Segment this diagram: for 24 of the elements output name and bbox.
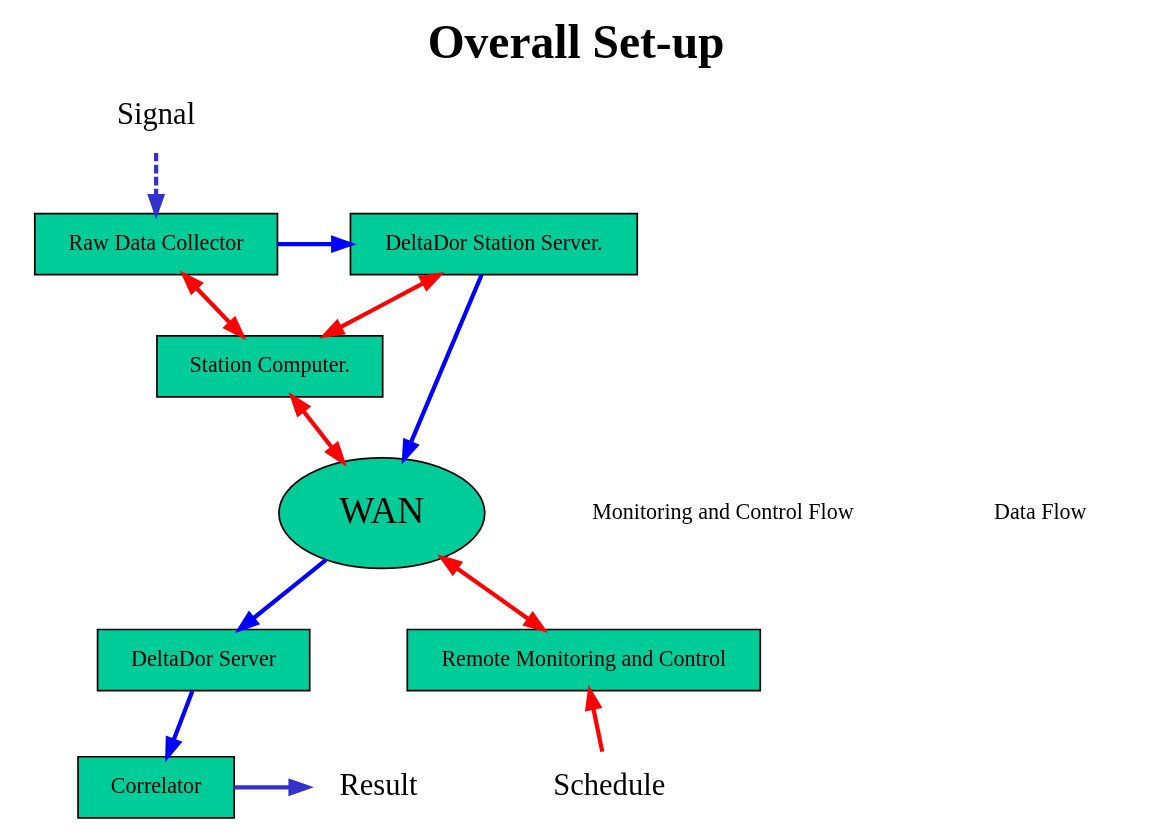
arrow [147,153,166,220]
node-text: Signal [117,97,196,132]
arrow [401,273,484,465]
arrow [179,270,247,341]
arrow [277,235,357,254]
node-box: DeltaDor Server [96,628,311,692]
legend-label: Data Flow [994,498,1087,524]
arrow [165,690,195,763]
arrow [234,778,314,797]
node-box: DeltaDor Station Server. [349,212,639,276]
node-text: Result [339,767,418,802]
node-text: Schedule [553,767,666,802]
arrow [234,558,328,634]
node-box: Correlator [77,755,236,819]
node-box: Station Computer. [156,334,384,398]
arrow [437,554,549,634]
arrow [319,271,445,339]
node-ellipse: WAN [278,457,486,570]
node-box: Raw Data Collector [33,212,279,276]
node-box: Remote Monitoring and Control [406,628,762,692]
arrow [288,392,347,467]
arrow [584,684,605,753]
diagram-title: Overall Set-up [427,16,725,69]
legend-label: Monitoring and Control Flow [592,498,854,524]
